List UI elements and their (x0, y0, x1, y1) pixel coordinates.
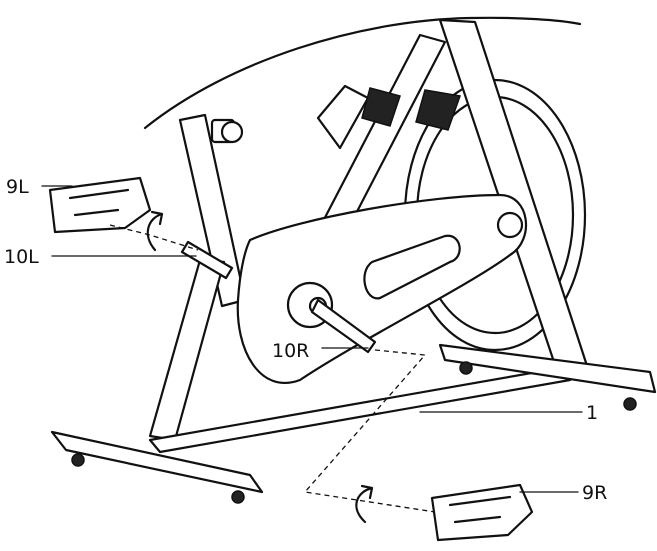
pedal-right (430, 483, 534, 542)
label-9L: 9L (6, 176, 29, 198)
curved-arrow-icon (355, 484, 374, 524)
curved-arrow-icon (146, 210, 164, 252)
label-9R: 9R (582, 482, 607, 504)
label-1: 1 (586, 402, 598, 424)
crank-left-arm (180, 240, 234, 280)
base-frame (50, 343, 657, 504)
top-curve (143, 16, 582, 130)
rear-upright (148, 258, 226, 442)
assembly-guide-left (109, 224, 199, 251)
chain-guard (236, 193, 528, 384)
pedal-left (48, 176, 152, 234)
tension-box (316, 84, 462, 150)
label-10R: 10R (272, 340, 309, 362)
crank-right-arm (286, 281, 377, 354)
assembly-guide-right (303, 349, 436, 513)
label-10L: 10L (4, 246, 39, 268)
